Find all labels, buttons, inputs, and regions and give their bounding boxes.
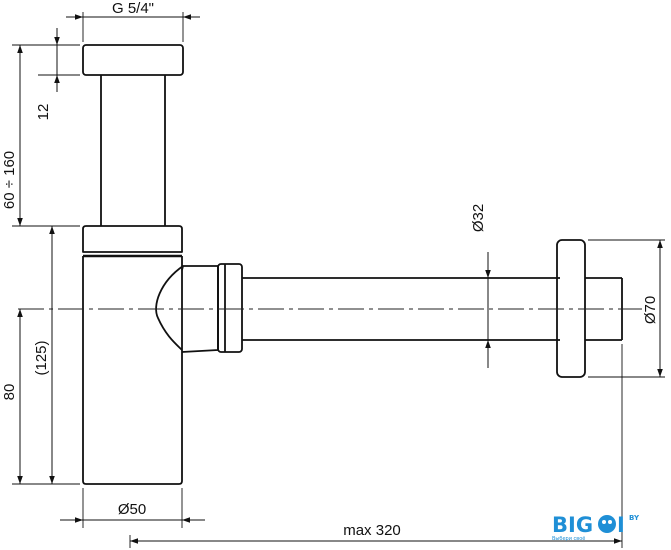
top-nut xyxy=(82,44,184,76)
elbow-curve xyxy=(155,265,184,351)
bottle-body xyxy=(82,256,183,485)
body-collar xyxy=(82,225,183,253)
label-pipe-diameter: Ø32 xyxy=(470,204,487,232)
label-thread: G 5/4" xyxy=(112,0,154,17)
dimension-lines xyxy=(17,14,663,544)
bigi-logo: BIG I BY Выбери своё xyxy=(552,513,640,542)
trap-outline xyxy=(82,44,623,485)
outlet-nut xyxy=(217,263,243,353)
label-body-height: (125) xyxy=(33,340,50,375)
label-cap-height: 12 xyxy=(35,104,52,121)
wall-flange xyxy=(556,239,586,378)
label-outlet-height: 80 xyxy=(1,384,18,401)
extension-lines xyxy=(12,12,665,548)
logo-mascot-icon xyxy=(598,515,616,533)
label-height-range: 60 ÷ 160 xyxy=(1,151,18,209)
label-body-diameter: Ø50 xyxy=(118,501,146,518)
logo-tagline: Выбери своё xyxy=(552,536,585,542)
label-max-length: max 320 xyxy=(343,522,401,539)
logo-text-b: I xyxy=(617,513,625,537)
label-flange-diameter: Ø70 xyxy=(642,296,659,324)
logo-text-a: BIG xyxy=(552,513,593,537)
logo-suffix: BY xyxy=(629,514,640,522)
